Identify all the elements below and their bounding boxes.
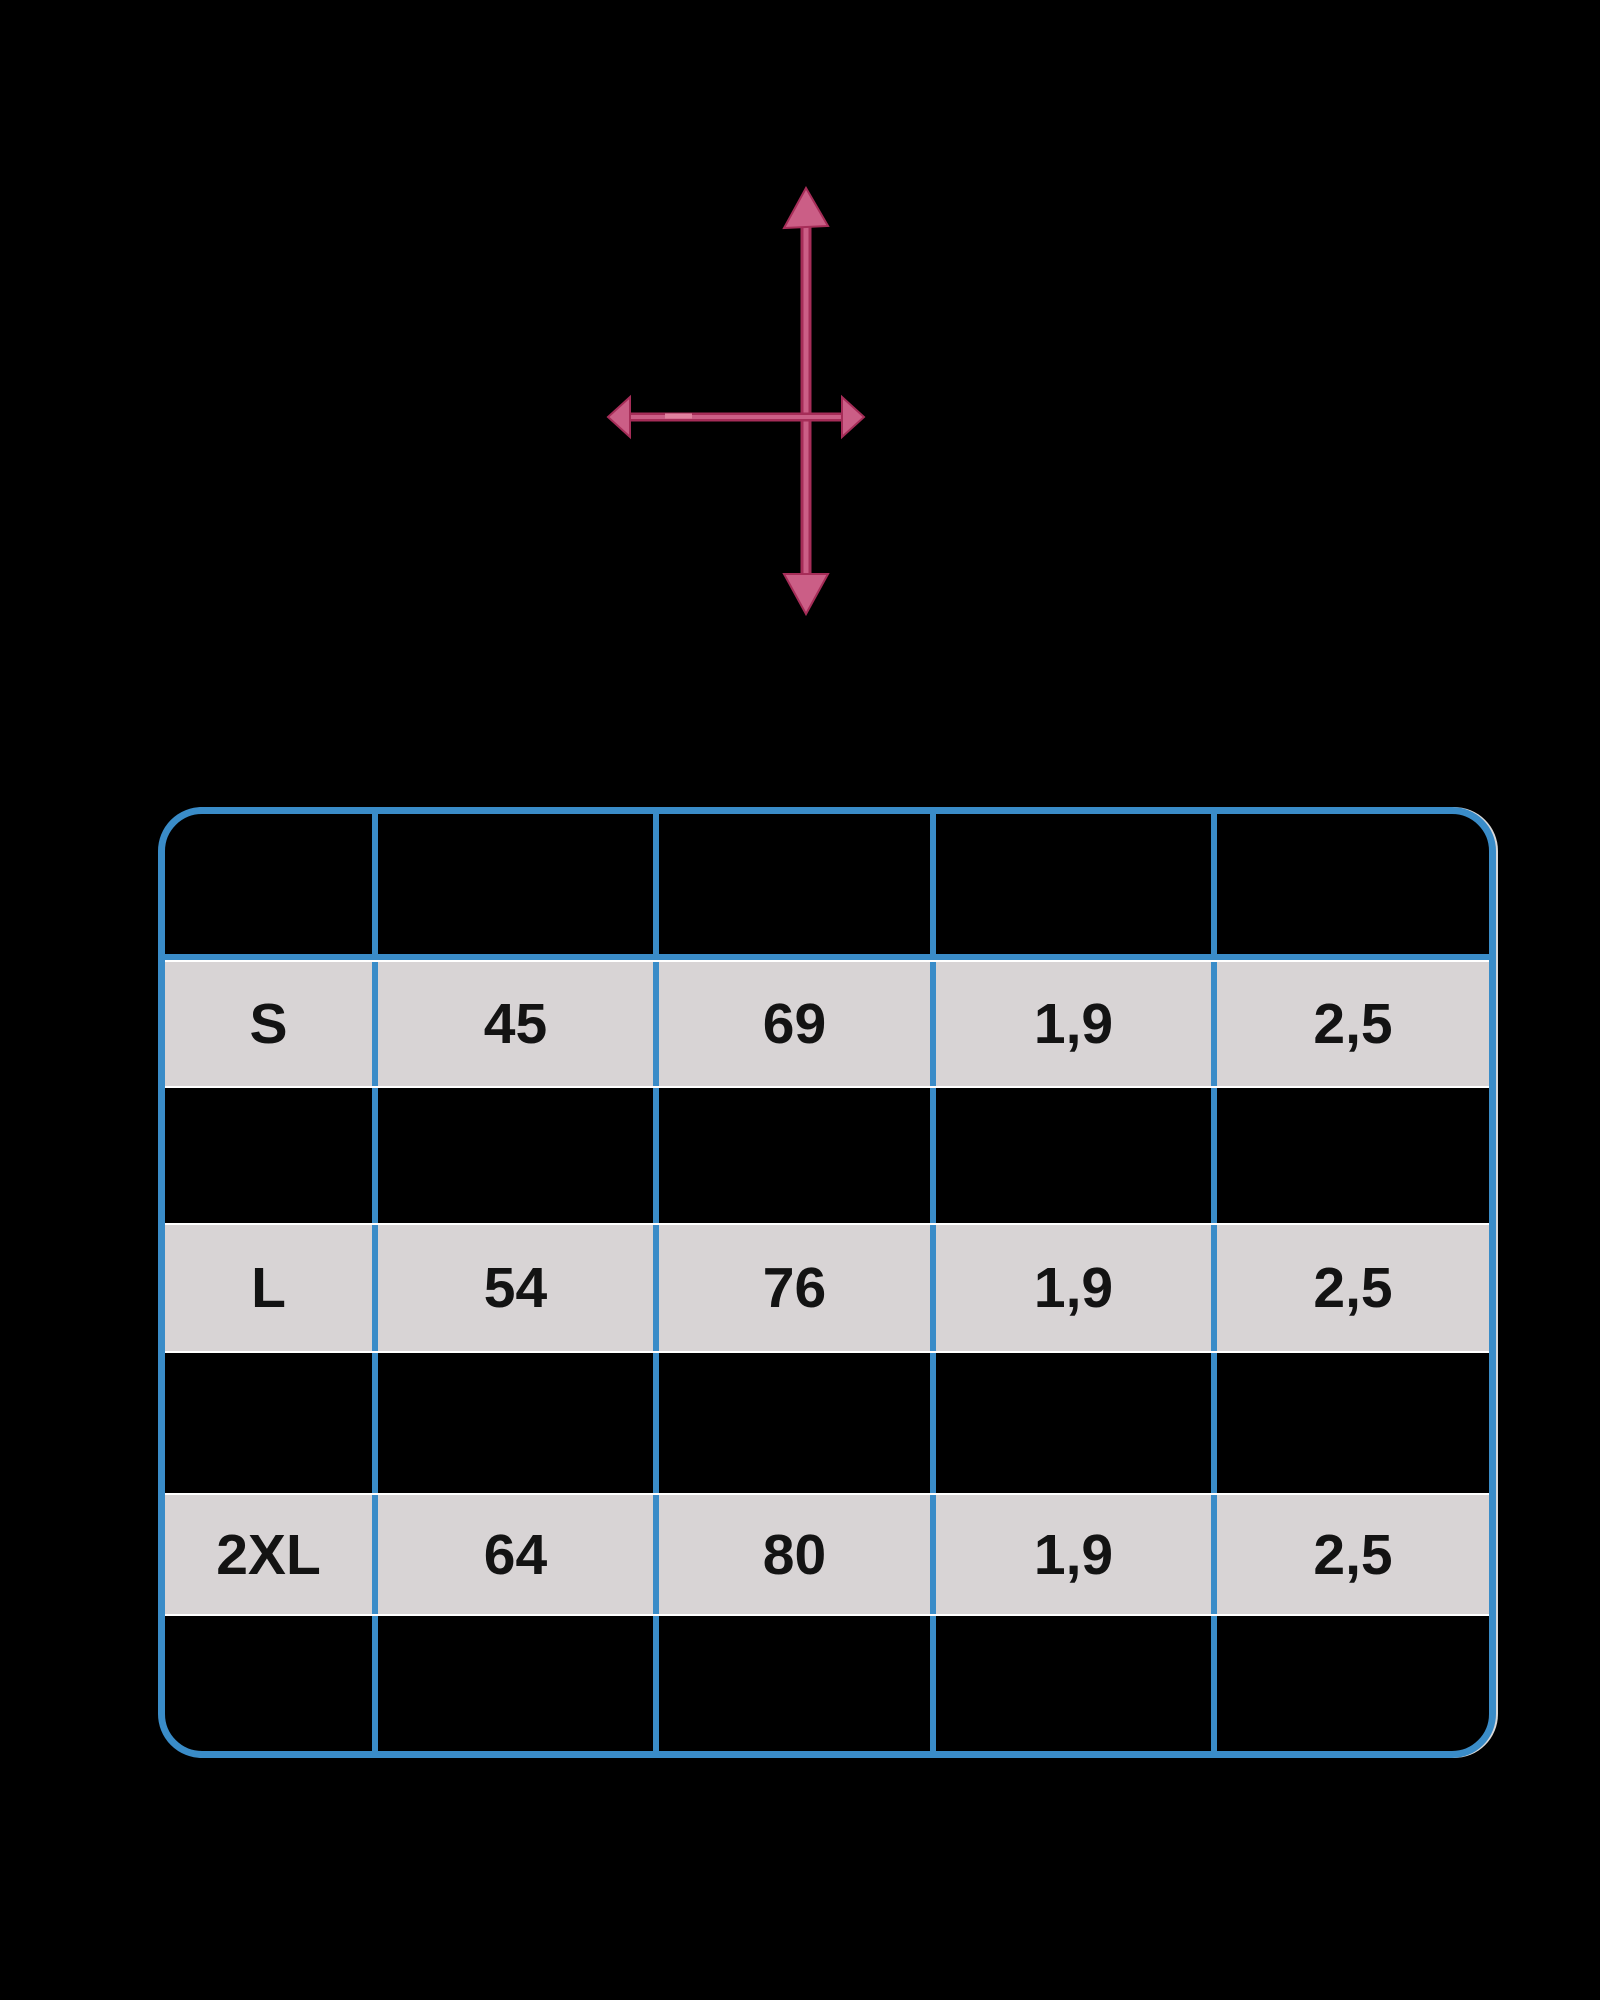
- size-label-cell: L: [165, 1225, 378, 1351]
- cell-value: 76: [762, 1256, 827, 1320]
- table-cell: 1,9: [936, 1225, 1217, 1351]
- header-cell: [165, 814, 378, 954]
- header-cell: [378, 814, 659, 954]
- cell-value: 54: [483, 1256, 548, 1320]
- table-cell: 64: [378, 1495, 659, 1614]
- header-cell: [936, 814, 1217, 954]
- table-cell: 69: [659, 962, 936, 1086]
- table-row-hidden: [165, 1616, 1489, 1751]
- cell-value: 1,9: [1033, 1256, 1114, 1320]
- cell-value: S: [249, 992, 288, 1056]
- table-cell: 2,5: [1217, 962, 1489, 1086]
- table-cell: [1217, 1616, 1489, 1751]
- table-cell: [378, 1353, 659, 1493]
- cell-value: 2,5: [1313, 1522, 1393, 1587]
- cell-value: 2,5: [1313, 992, 1393, 1056]
- table-row-hidden: [165, 1353, 1489, 1493]
- table-cell: [165, 1088, 378, 1223]
- table-cell: 80: [659, 1495, 936, 1614]
- table-cell: [659, 1616, 936, 1751]
- dimension-arrows-icon: [606, 185, 866, 617]
- size-label-cell: S: [165, 962, 378, 1086]
- table-cell: 54: [378, 1225, 659, 1351]
- table-cell: 45: [378, 962, 659, 1086]
- table-row-size-2xl: 2XL 64 80 1,9 2,5: [165, 1493, 1489, 1616]
- cell-value: 2XL: [216, 1522, 321, 1587]
- table-row-hidden: [165, 1088, 1489, 1223]
- table-cell: 2,5: [1217, 1225, 1489, 1351]
- table-cell: [659, 1353, 936, 1493]
- header-cell: [659, 814, 936, 954]
- table-row-size-s: S 45 69 1,9 2,5: [165, 960, 1489, 1088]
- table-header-row: [165, 814, 1489, 960]
- size-label-cell: 2XL: [165, 1495, 378, 1614]
- table-cell: 2,5: [1217, 1495, 1489, 1614]
- cell-value: 64: [483, 1522, 548, 1587]
- table-cell: [936, 1616, 1217, 1751]
- table-cell: [659, 1088, 936, 1223]
- table-cell: [165, 1353, 378, 1493]
- cell-value: L: [251, 1256, 286, 1320]
- table-cell: [1217, 1353, 1489, 1493]
- table-cell: [1217, 1088, 1489, 1223]
- table-row-size-l: L 54 76 1,9 2,5: [165, 1223, 1489, 1353]
- cell-value: 2,5: [1313, 1256, 1393, 1320]
- cell-value: 80: [762, 1522, 827, 1587]
- table-cell: [378, 1616, 659, 1751]
- table-cell: 1,9: [936, 962, 1217, 1086]
- header-cell: [1217, 814, 1489, 954]
- table-cell: [165, 1616, 378, 1751]
- cell-value: 1,9: [1033, 1522, 1114, 1587]
- size-chart-table: S 45 69 1,9 2,5 L 54 76 1,9 2,5: [158, 807, 1496, 1758]
- table-cell: [378, 1088, 659, 1223]
- table-cell: [936, 1353, 1217, 1493]
- table-cell: 1,9: [936, 1495, 1217, 1614]
- cell-value: 69: [762, 992, 827, 1056]
- cell-value: 1,9: [1033, 992, 1114, 1056]
- cell-value: 45: [483, 992, 548, 1056]
- table-cell: [936, 1088, 1217, 1223]
- table-cell: 76: [659, 1225, 936, 1351]
